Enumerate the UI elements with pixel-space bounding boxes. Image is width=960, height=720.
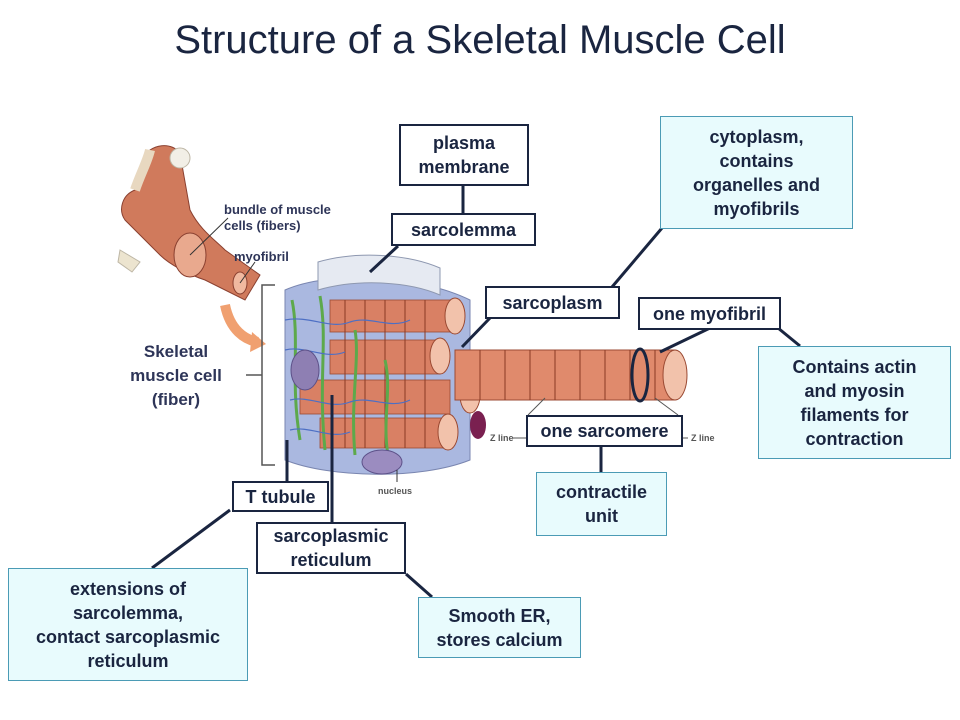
smooth-er-box: Smooth ER, stores calcium (418, 597, 581, 658)
muscle-bone-drawing (117, 145, 266, 352)
sarcolemma-box: sarcolemma (391, 213, 536, 246)
t-tubule-box: T tubule (232, 481, 329, 512)
sarcoplasm-box: sarcoplasm (485, 286, 620, 319)
nucleus-label: nucleus (378, 486, 413, 496)
extensions-box: extensions of sarcolemma, contact sarcop… (8, 568, 248, 681)
z-line-left-label: Z line (490, 433, 514, 443)
myofibril-label: myofibril (234, 249, 289, 264)
fiber-bracket (261, 284, 275, 466)
page-title: Structure of a Skeletal Muscle Cell (174, 18, 786, 62)
skeletal-muscle-cell-label: Skeletal muscle cell (fiber) (130, 342, 222, 409)
plasma-membrane-box: plasma membrane (399, 124, 529, 186)
cytoplasm-box: cytoplasm, contains organelles and myofi… (660, 116, 853, 229)
one-myofibril-box: one myofibril (638, 297, 781, 330)
one-sarcomere-box: one sarcomere (526, 415, 683, 447)
contractile-unit-box: contractile unit (536, 472, 667, 536)
z-line-right-label: Z line (691, 433, 715, 443)
sarcoplasmic-reticulum-box: sarcoplasmic reticulum (256, 522, 406, 574)
actin-myosin-box: Contains actin and myosin filaments for … (758, 346, 951, 459)
connector-lines (151, 186, 801, 599)
bundle-label: bundle of muscle cells (fibers) (224, 202, 331, 233)
